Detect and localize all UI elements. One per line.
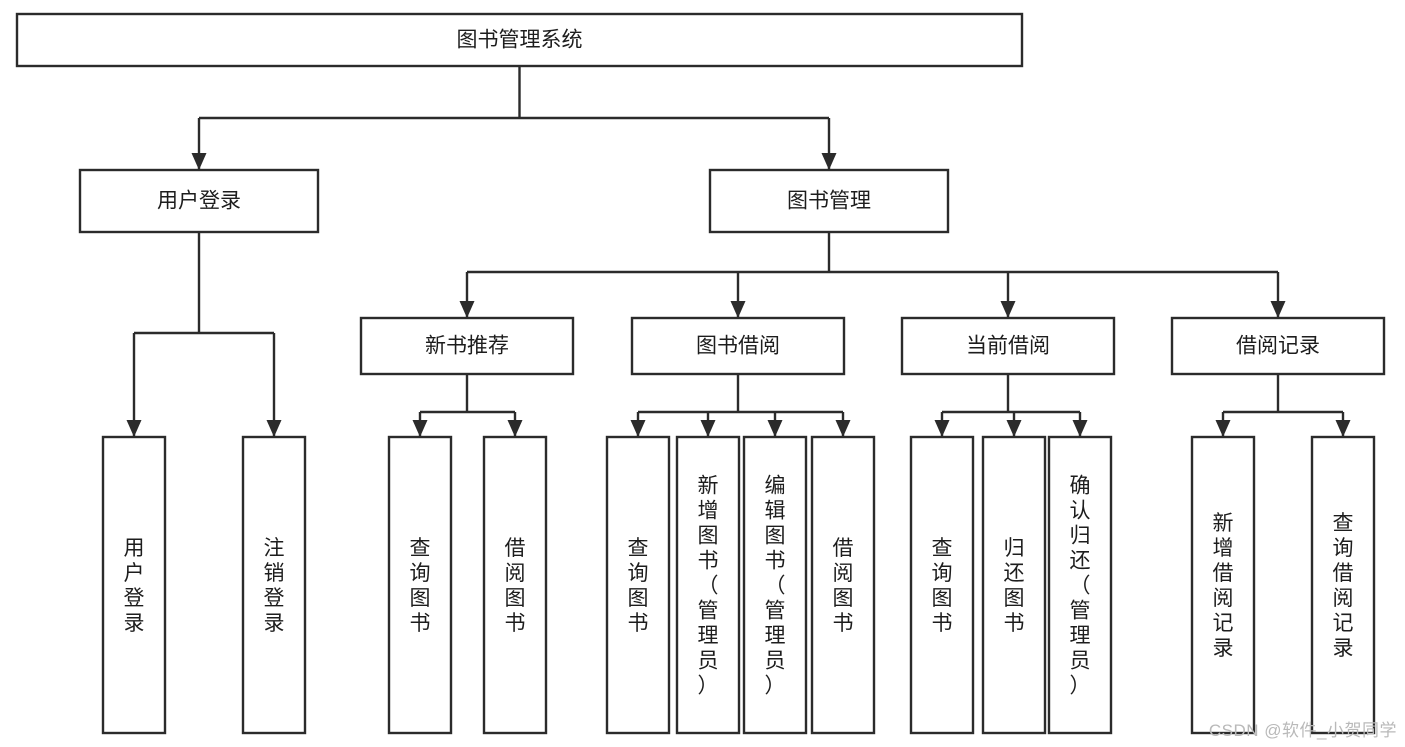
node-label: 借阅图书: [505, 537, 526, 635]
node-label: 归还图书: [1004, 537, 1025, 635]
node-new-book-rec[interactable]: 新书推荐: [359, 316, 575, 376]
node-box[interactable]: [1170, 316, 1386, 376]
node-label: 用户登录: [157, 190, 241, 213]
node-box[interactable]: [78, 168, 320, 234]
node-label: 图书管理: [787, 190, 871, 213]
edge-arrow-icon: [630, 420, 646, 437]
node-box[interactable]: [387, 435, 453, 735]
node-label: 新增借阅记录: [1213, 512, 1234, 660]
node-label: 新书推荐: [425, 335, 509, 358]
node-box[interactable]: [241, 435, 307, 735]
edge-arrow-icon: [412, 420, 428, 437]
node-box[interactable]: [810, 435, 876, 735]
edge-group-root: [191, 66, 837, 170]
edge-arrow-icon: [1335, 420, 1351, 437]
node-label: 查询图书: [932, 537, 953, 635]
node-leaf-query-book-rec[interactable]: 查询图书: [387, 435, 453, 735]
node-label: 借阅记录: [1236, 335, 1320, 358]
edge-arrow-icon: [191, 153, 207, 170]
node-leaf-query-book-current[interactable]: 查询图书: [909, 435, 975, 735]
edge-arrow-icon: [934, 420, 950, 437]
edge-arrow-icon: [126, 420, 142, 437]
edge-arrow-icon: [266, 420, 282, 437]
node-label: 注销登录: [264, 537, 285, 635]
edge-arrow-icon: [1215, 420, 1231, 437]
edge-arrow-icon: [821, 153, 837, 170]
edge-arrow-icon: [1000, 301, 1016, 318]
nodes-layer: 图书管理系统用户登录图书管理新书推荐图书借阅当前借阅借阅记录用户登录注销登录查询…: [15, 12, 1386, 735]
edge-arrow-icon: [1006, 420, 1022, 437]
node-leaf-user-login[interactable]: 用户登录: [101, 435, 167, 735]
edge-group-book-manage: [459, 232, 1286, 318]
edges-layer: [126, 66, 1351, 437]
node-box[interactable]: [909, 435, 975, 735]
node-box[interactable]: [742, 435, 808, 735]
node-leaf-confirm-return-admin[interactable]: 确认归还（管理员）: [1047, 435, 1113, 735]
edge-arrow-icon: [767, 420, 783, 437]
node-leaf-user-logout[interactable]: 注销登录: [241, 435, 307, 735]
node-label: 编辑图书（管理员）: [765, 475, 786, 698]
node-leaf-query-book-borrow[interactable]: 查询图书: [605, 435, 671, 735]
edge-group-borrow-record: [1215, 374, 1351, 437]
edge-arrow-icon: [507, 420, 523, 437]
node-leaf-add-borrow-record[interactable]: 新增借阅记录: [1190, 435, 1256, 735]
node-box[interactable]: [675, 435, 741, 735]
node-label: 借阅图书: [833, 537, 854, 635]
edge-arrow-icon: [459, 301, 475, 318]
node-box[interactable]: [1310, 435, 1376, 735]
node-label: 图书借阅: [696, 335, 780, 358]
node-leaf-query-borrow-record[interactable]: 查询借阅记录: [1310, 435, 1376, 735]
node-leaf-borrow-book-rec[interactable]: 借阅图书: [482, 435, 548, 735]
node-user-login[interactable]: 用户登录: [78, 168, 320, 234]
edge-arrow-icon: [730, 301, 746, 318]
edge-group-new-book-rec: [412, 374, 523, 437]
node-current-borrow[interactable]: 当前借阅: [900, 316, 1116, 376]
node-leaf-borrow-book[interactable]: 借阅图书: [810, 435, 876, 735]
node-box[interactable]: [1047, 435, 1113, 735]
node-box[interactable]: [359, 316, 575, 376]
node-box[interactable]: [15, 12, 1024, 68]
node-box[interactable]: [1190, 435, 1256, 735]
node-box[interactable]: [482, 435, 548, 735]
node-book-manage[interactable]: 图书管理: [708, 168, 950, 234]
edge-arrow-icon: [1270, 301, 1286, 318]
edge-arrow-icon: [1072, 420, 1088, 437]
node-leaf-add-book-admin[interactable]: 新增图书（管理员）: [675, 435, 741, 735]
edge-group-user-login: [126, 232, 282, 437]
node-book-borrow[interactable]: 图书借阅: [630, 316, 846, 376]
node-label: 查询图书: [628, 537, 649, 635]
node-leaf-return-book[interactable]: 归还图书: [981, 435, 1047, 735]
node-box[interactable]: [605, 435, 671, 735]
node-borrow-record[interactable]: 借阅记录: [1170, 316, 1386, 376]
node-label: 查询图书: [410, 537, 431, 635]
node-label: 新增图书（管理员）: [698, 475, 719, 698]
node-box[interactable]: [101, 435, 167, 735]
node-root[interactable]: 图书管理系统: [15, 12, 1024, 68]
node-label: 用户登录: [124, 537, 145, 635]
node-label: 查询借阅记录: [1333, 512, 1354, 660]
node-box[interactable]: [708, 168, 950, 234]
edge-arrow-icon: [700, 420, 716, 437]
node-box[interactable]: [630, 316, 846, 376]
node-box[interactable]: [900, 316, 1116, 376]
node-label: 确认归还（管理员）: [1070, 475, 1091, 698]
node-label: 当前借阅: [966, 335, 1050, 358]
node-label: 图书管理系统: [457, 29, 583, 52]
edge-group-current-borrow: [934, 374, 1088, 437]
edge-arrow-icon: [835, 420, 851, 437]
node-leaf-edit-book-admin[interactable]: 编辑图书（管理员）: [742, 435, 808, 735]
edge-group-book-borrow: [630, 374, 851, 437]
node-box[interactable]: [981, 435, 1047, 735]
